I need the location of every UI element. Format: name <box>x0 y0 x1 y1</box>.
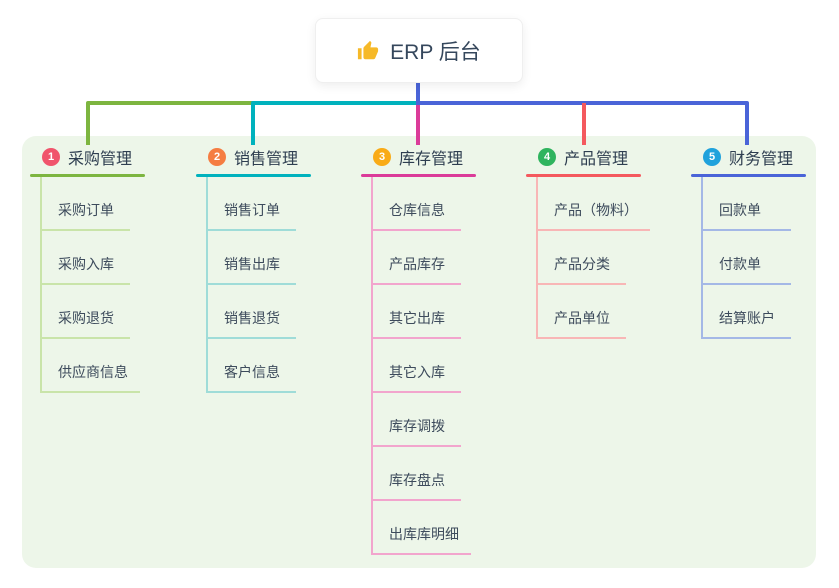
branch-index-badge: 3 <box>373 148 391 166</box>
branch-title: 产品管理 <box>564 151 629 168</box>
child-node[interactable]: 采购入库 <box>42 231 130 285</box>
branch-underline <box>196 174 311 177</box>
branch-node[interactable]: 5 财务管理 <box>691 146 806 168</box>
branch-index-badge: 1 <box>42 148 60 166</box>
child-node[interactable]: 客户信息 <box>208 339 296 393</box>
branch-children: 采购订单采购入库采购退货供应商信息 <box>40 177 145 393</box>
child-node[interactable]: 销售出库 <box>208 231 296 285</box>
branch-children: 回款单付款单结算账户 <box>701 177 806 339</box>
branch-children: 销售订单销售出库销售退货客户信息 <box>206 177 311 393</box>
branch-node[interactable]: 3 库存管理 <box>361 146 476 168</box>
child-node[interactable]: 产品库存 <box>373 231 461 285</box>
child-node[interactable]: 库存盘点 <box>373 447 461 501</box>
branch-index-badge: 5 <box>703 148 721 166</box>
child-node[interactable]: 付款单 <box>703 231 791 285</box>
branch-2: 2 销售管理 销售订单销售出库销售退货客户信息 <box>196 146 311 393</box>
child-node[interactable]: 其它入库 <box>373 339 461 393</box>
child-node[interactable]: 销售退货 <box>208 285 296 339</box>
branch-children: 产品（物料）产品分类产品单位 <box>536 177 650 339</box>
thumbs-up-icon <box>357 40 379 62</box>
root-label: ERP 后台 <box>390 40 481 64</box>
branch-underline <box>30 174 145 177</box>
child-node[interactable]: 供应商信息 <box>42 339 140 393</box>
branch-3: 3 库存管理 仓库信息产品库存其它出库其它入库库存调拨库存盘点出库库明细 <box>361 146 476 555</box>
branch-5: 5 财务管理 回款单付款单结算账户 <box>691 146 806 339</box>
branch-4: 4 产品管理 产品（物料）产品分类产品单位 <box>526 146 650 339</box>
child-node[interactable]: 结算账户 <box>703 285 791 339</box>
child-node[interactable]: 产品单位 <box>538 285 626 339</box>
child-node[interactable]: 其它出库 <box>373 285 461 339</box>
branch-node[interactable]: 4 产品管理 <box>526 146 641 168</box>
branch-node[interactable]: 1 采购管理 <box>30 146 145 168</box>
child-node[interactable]: 库存调拨 <box>373 393 461 447</box>
child-node[interactable]: 采购退货 <box>42 285 130 339</box>
child-node[interactable]: 产品（物料） <box>538 177 650 231</box>
branch-index-badge: 4 <box>538 148 556 166</box>
child-node[interactable]: 出库库明细 <box>373 501 471 555</box>
root-node[interactable]: ERP 后台 <box>315 18 523 83</box>
branch-title: 财务管理 <box>729 151 794 168</box>
child-node[interactable]: 仓库信息 <box>373 177 461 231</box>
branch-children: 仓库信息产品库存其它出库其它入库库存调拨库存盘点出库库明细 <box>371 177 476 555</box>
branch-title: 采购管理 <box>68 151 133 168</box>
branch-title: 库存管理 <box>399 151 464 168</box>
branch-underline <box>361 174 476 177</box>
branch-1: 1 采购管理 采购订单采购入库采购退货供应商信息 <box>30 146 145 393</box>
branch-title: 销售管理 <box>234 151 299 168</box>
branch-underline <box>691 174 806 177</box>
branch-index-badge: 2 <box>208 148 226 166</box>
child-node[interactable]: 产品分类 <box>538 231 626 285</box>
mindmap-panel <box>22 136 816 568</box>
branch-underline <box>526 174 641 177</box>
child-node[interactable]: 回款单 <box>703 177 791 231</box>
child-node[interactable]: 销售订单 <box>208 177 296 231</box>
child-node[interactable]: 采购订单 <box>42 177 130 231</box>
branch-node[interactable]: 2 销售管理 <box>196 146 311 168</box>
